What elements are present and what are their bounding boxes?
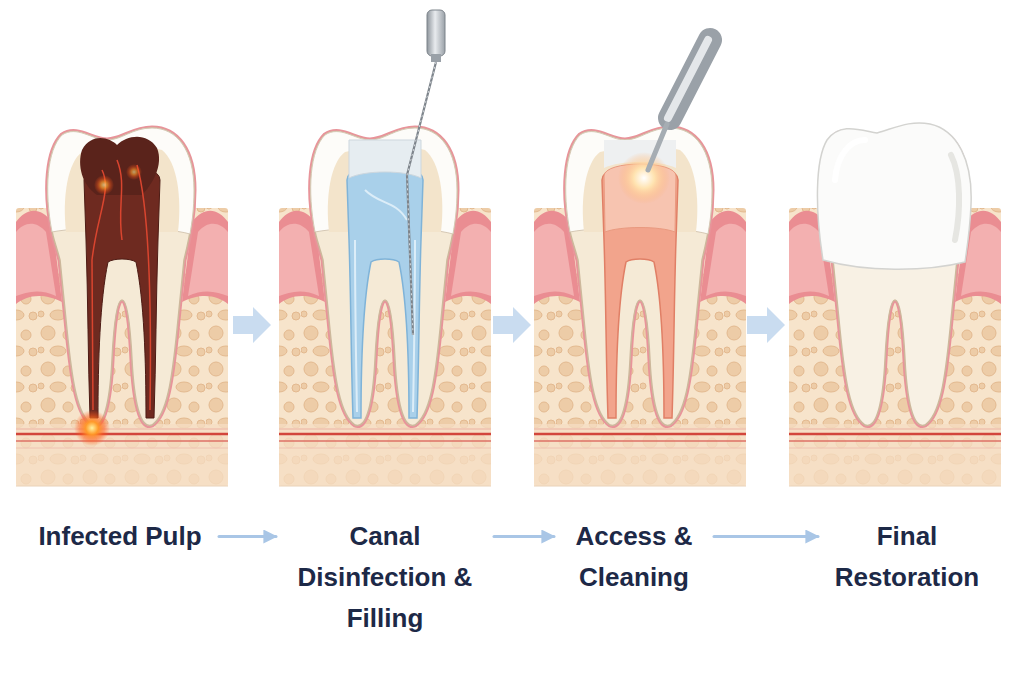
stage-arrow — [219, 535, 276, 538]
disinfection-tooth — [279, 10, 491, 486]
stage-arrow — [494, 535, 554, 538]
step-arrow — [233, 307, 271, 343]
stage-arrow — [714, 535, 818, 538]
abscess-glow — [74, 410, 110, 446]
file-handle — [427, 10, 445, 56]
infected-tooth — [16, 128, 228, 486]
file-collar — [431, 54, 441, 62]
curing-glow — [618, 152, 670, 204]
handpiece-tip — [648, 124, 667, 170]
ligament-outline — [566, 128, 712, 426]
ligament-outline — [48, 128, 194, 426]
step-arrow — [747, 307, 785, 343]
infected-pulp — [84, 165, 160, 418]
enamel — [566, 128, 712, 234]
caption-text: Canal Disinfection & Filling — [285, 516, 485, 639]
infection-glow — [94, 175, 114, 195]
stage-caption: Final Restoration — [827, 516, 987, 598]
crown-shade — [951, 155, 959, 240]
file-twist — [407, 62, 436, 335]
caption-text: Access & Cleaning — [563, 516, 705, 598]
stage-caption: Access & Cleaning — [563, 516, 705, 598]
tooth-body — [48, 128, 194, 426]
filled-tooth — [534, 40, 746, 486]
infection-veins — [92, 160, 150, 410]
handpiece-highlight — [668, 40, 708, 118]
caption-text: Final Restoration — [827, 516, 987, 598]
restored-tooth — [789, 123, 1001, 486]
caption-text: Infected Pulp — [30, 516, 210, 557]
endodontic-file — [407, 62, 436, 335]
stage-caption: Canal Disinfection & Filling — [285, 516, 485, 639]
ligament-outline — [311, 128, 457, 426]
infection-glow — [126, 164, 142, 180]
tooth-body — [566, 128, 712, 426]
dentin — [583, 146, 698, 232]
crown — [817, 123, 971, 269]
tooth-body — [311, 128, 457, 426]
canal-highlight — [355, 190, 415, 412]
stage-caption: Infected Pulp — [30, 516, 210, 557]
step-arrow — [493, 307, 531, 343]
crown-shine — [835, 140, 865, 180]
